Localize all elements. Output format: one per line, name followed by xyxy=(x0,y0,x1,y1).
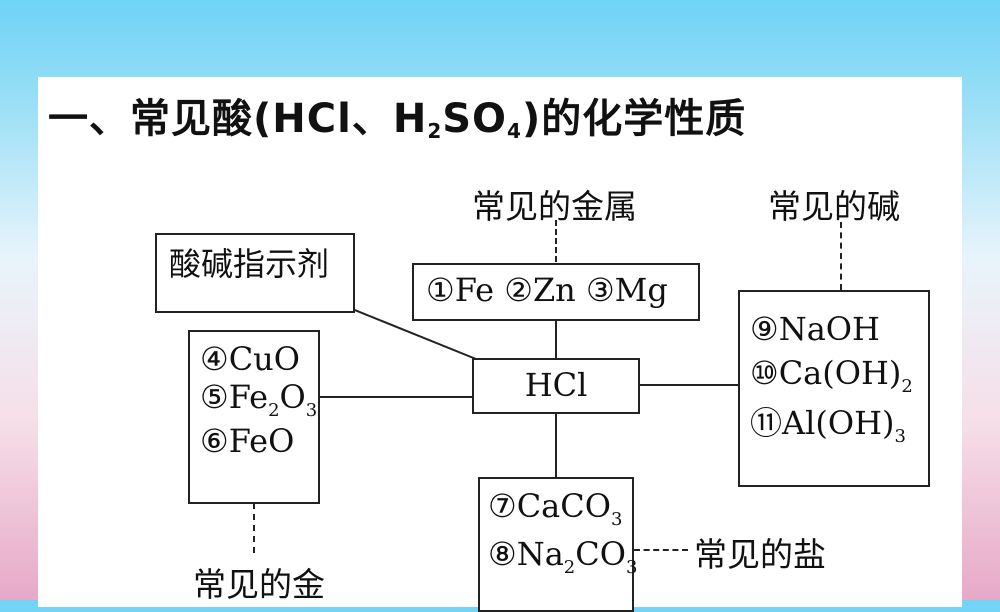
title-part-1: 一、常见酸(HCl、H xyxy=(48,96,428,142)
indicator-box: 酸碱指示剂 xyxy=(155,233,355,313)
num-9: ⑨ xyxy=(750,310,779,348)
oxide-item: ⑤Fe2O3 xyxy=(200,378,318,422)
num-11: ⑪ xyxy=(750,403,783,442)
subscript: 2 xyxy=(563,556,576,578)
subscript: 2 xyxy=(268,400,280,422)
num-4: ④ xyxy=(200,340,229,378)
dash-salts-label xyxy=(634,549,688,551)
formula-naoh: NaOH xyxy=(778,310,880,348)
label-common-metals: 常见的金属 xyxy=(472,187,637,226)
formula-feo: FeO xyxy=(228,421,295,460)
oxide-item: ⑥FeO xyxy=(200,422,318,460)
formula-caoh: Ca(OH) xyxy=(778,354,902,393)
dash-metals-label xyxy=(555,220,557,262)
label-common-metal-oxides: 常见的金 xyxy=(193,565,325,604)
num-10: ⑩ xyxy=(750,354,779,393)
subscript: 3 xyxy=(305,400,318,422)
num-8: ⑧ xyxy=(488,534,517,573)
formula-co: CO xyxy=(575,534,626,573)
oxide-item: ④CuO xyxy=(200,340,318,378)
label-common-bases: 常见的碱 xyxy=(768,187,900,226)
formula-aloh: Al(OH) xyxy=(782,403,895,442)
num-7: ⑦ xyxy=(488,487,517,525)
line-hcl-to-bases xyxy=(640,384,740,386)
base-item: ⑩Ca(OH)2 xyxy=(750,354,928,398)
line-oxides-to-hcl xyxy=(318,396,473,398)
num-6: ⑥ xyxy=(200,421,229,460)
formula-caco: CaCO xyxy=(516,487,611,525)
salt-item: ⑦CaCO3 xyxy=(488,487,632,531)
base-item: ⑨NaOH xyxy=(750,310,928,348)
line-metals-to-hcl xyxy=(555,320,557,360)
subscript: 3 xyxy=(625,556,638,578)
title-part-3: )的化学性质 xyxy=(521,96,747,142)
hcl-label: HCl xyxy=(524,366,588,404)
num-5: ⑤ xyxy=(200,378,229,417)
dash-bases-label xyxy=(840,222,842,290)
formula-o: O xyxy=(279,378,306,417)
subscript: 3 xyxy=(610,509,623,530)
subscript: 3 xyxy=(894,425,906,447)
salt-item: ⑧Na2CO3 xyxy=(488,534,637,579)
hcl-center-box: HCl xyxy=(472,358,640,414)
title-subscript-4: 4 xyxy=(507,119,522,143)
metal-oxides-box: ④CuO ⑤Fe2O3 ⑥FeO xyxy=(188,330,320,504)
base-item: ⑪Al(OH)3 xyxy=(750,404,928,448)
label-common-salts: 常见的盐 xyxy=(694,535,826,574)
title-subscript-2: 2 xyxy=(427,119,443,143)
salts-box: ⑦CaCO3 ⑧Na2CO3 xyxy=(478,477,637,612)
title-part-2: SO xyxy=(442,96,508,142)
line-hcl-to-salts xyxy=(555,414,557,478)
metals-box: ①Fe ②Zn ③Mg xyxy=(412,263,700,321)
indicator-text: 酸碱指示剂 xyxy=(169,245,330,283)
formula-na: Na xyxy=(516,534,564,573)
bases-box: ⑨NaOH ⑩Ca(OH)2 ⑪Al(OH)3 xyxy=(738,290,930,487)
dash-oxides-label xyxy=(253,503,255,553)
formula-fe: Fe xyxy=(228,378,269,417)
subscript: 2 xyxy=(901,376,913,398)
page-title: 一、常见酸(HCl、H2SO4)的化学性质 xyxy=(48,86,746,144)
formula-cuo: CuO xyxy=(228,340,301,378)
metals-list: ①Fe ②Zn ③Mg xyxy=(426,271,668,309)
